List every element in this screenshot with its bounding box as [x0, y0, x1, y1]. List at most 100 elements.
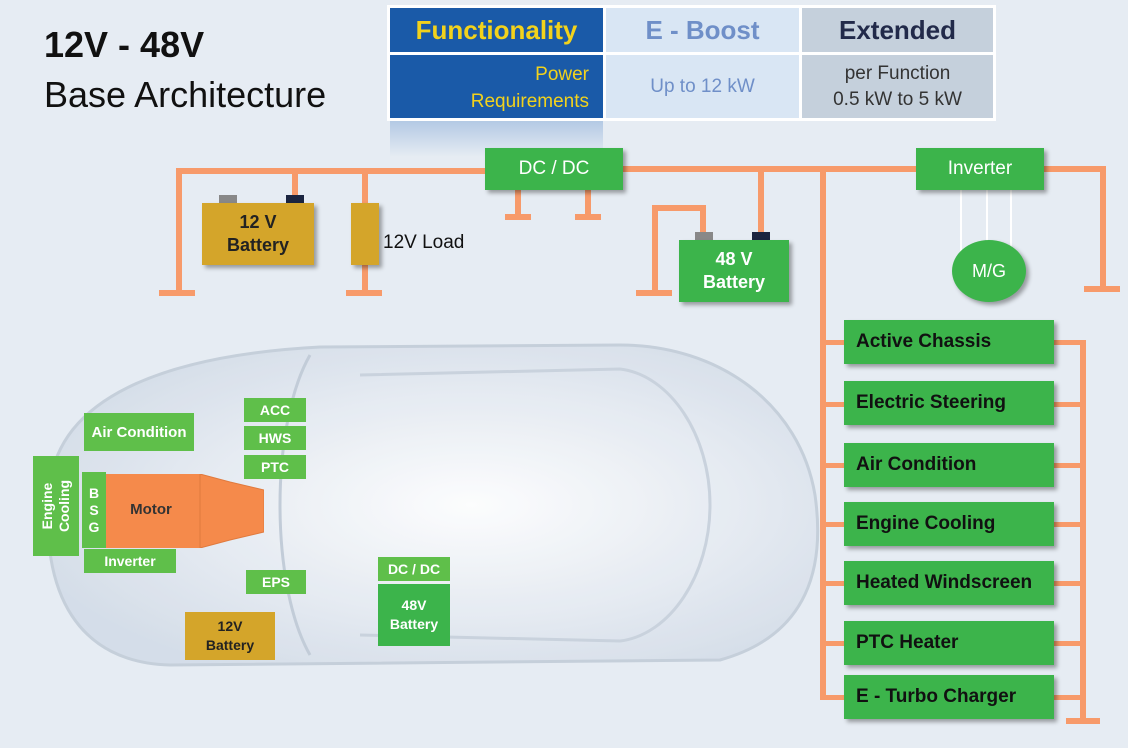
wire-return-6	[1052, 641, 1084, 646]
wire-48v-batt-neg-up	[700, 205, 706, 237]
row-label-line1: Power	[535, 64, 589, 85]
extended-line2: 0.5 kW to 5 kW	[833, 88, 962, 110]
wire-feed-6	[820, 641, 846, 646]
load-12v-label: 12V Load	[383, 232, 465, 253]
extended-line1: per Function	[844, 62, 951, 84]
ground-dcdc-1	[505, 214, 531, 220]
car-motor-shape	[106, 474, 264, 548]
car-ptc: PTC	[244, 455, 306, 479]
car-motor-label: Motor	[130, 501, 172, 518]
table-header-extended: Extended	[802, 8, 993, 52]
battery-12v-line1: 12 V	[239, 212, 277, 232]
engine-cooling-label: Engine Cooling	[39, 480, 73, 532]
load-engine-cooling: Engine Cooling	[844, 502, 1054, 546]
battery-48v-terminal-pos	[752, 232, 770, 241]
wire-12v-bus	[176, 168, 488, 174]
wire-feed-4	[820, 522, 846, 527]
wire-load-return-trunk	[1080, 340, 1086, 720]
phase-line-middle	[986, 190, 988, 260]
title-line2: Base Architecture	[44, 74, 327, 115]
load-air-condition: Air Condition	[844, 443, 1054, 487]
car-battery-12v-line1: 12V	[217, 618, 243, 634]
battery-12v: 12 V Battery	[202, 203, 314, 265]
wire-return-2	[1052, 402, 1084, 407]
inverter-schematic: Inverter	[916, 148, 1044, 190]
ground-12v-left	[159, 290, 195, 296]
wire-return-1	[1052, 340, 1084, 345]
motor-gearbox	[199, 474, 264, 548]
car-engine-cooling: Engine Cooling	[33, 456, 79, 556]
car-eps: EPS	[246, 570, 306, 594]
car-battery-48v: 48V Battery	[378, 584, 450, 646]
car-body	[46, 343, 820, 667]
wire-48v-bus-right	[1040, 166, 1106, 172]
car-windshield	[278, 354, 312, 656]
load-ptc-heater: PTC Heater	[844, 621, 1054, 665]
load-12v-resistor	[351, 203, 379, 265]
dcdc-converter: DC / DC	[485, 148, 623, 190]
wire-feed-2	[820, 402, 846, 407]
wire-48v-right-drop	[1100, 166, 1106, 290]
eboost-power-value: Up to 12 kW	[606, 55, 799, 118]
wire-return-3	[1052, 463, 1084, 468]
extended-power-value: per Function 0.5 kW to 5 kW	[802, 55, 993, 118]
wire-feed-1	[820, 340, 846, 345]
battery-48v-line2: Battery	[702, 272, 766, 292]
table-row-label: Power Requirements	[390, 55, 603, 118]
wire-48v-bus	[620, 166, 920, 172]
wire-48v-batt-neg-h	[652, 205, 706, 211]
car-bsg: B S G	[82, 472, 106, 548]
phase-lines	[960, 190, 1012, 260]
engine-cooling-line1: Engine	[39, 482, 56, 530]
car-inverter: Inverter	[84, 549, 176, 573]
load-e-turbo-charger: E - Turbo Charger	[844, 675, 1054, 719]
car-battery-48v-line1: 48V	[401, 597, 427, 613]
motor-body	[106, 474, 200, 548]
row-label-line2: Requirements	[470, 91, 589, 112]
battery-12v-terminal-neg	[219, 195, 237, 204]
bsg-letter-g: G	[88, 518, 100, 535]
bsg-letter-b: B	[88, 484, 100, 501]
load-electric-steering: Electric Steering	[844, 381, 1054, 425]
wire-return-5	[1052, 581, 1084, 586]
bsg-letter-s: S	[89, 501, 99, 518]
wire-return-7	[1052, 695, 1084, 700]
car-roof-line	[359, 367, 712, 643]
car-battery-12v: 12V Battery	[185, 612, 275, 660]
table-header-eboost: E - Boost	[606, 8, 799, 52]
ground-load-return	[1066, 718, 1100, 724]
wire-feed-5	[820, 581, 846, 586]
table-header-functionality: Functionality	[390, 8, 603, 52]
car-battery-48v-line2: Battery	[389, 616, 439, 632]
wire-feed-7	[820, 695, 846, 700]
engine-cooling-line2: Cooling	[56, 479, 73, 533]
ground-48v-batt	[636, 290, 672, 296]
wire-return-4	[1052, 522, 1084, 527]
load-active-chassis: Active Chassis	[844, 320, 1054, 364]
title-line1: 12V - 48V	[44, 24, 205, 65]
car-outline	[46, 343, 820, 667]
load-heated-windscreen: Heated Windscreen	[844, 561, 1054, 605]
wire-dcdc-gnd2	[585, 190, 591, 216]
car-battery-12v-line2: Battery	[205, 637, 255, 653]
wire-12v-left-drop	[176, 168, 182, 292]
car-air-condition: Air Condition	[84, 413, 194, 451]
battery-12v-terminal-pos	[286, 195, 304, 204]
wire-dcdc-gnd1	[515, 190, 521, 216]
car-dcdc: DC / DC	[378, 557, 450, 581]
wire-feed-3	[820, 463, 846, 468]
wire-48v-batt-neg-down	[652, 205, 658, 293]
ground-48v-right	[1084, 286, 1120, 292]
motor-generator: M/G	[952, 240, 1026, 302]
car-acc: ACC	[244, 398, 306, 422]
wire-48v-load-trunk	[820, 166, 826, 698]
wire-48v-batt-pos	[758, 166, 764, 236]
battery-48v-line1: 48 V	[715, 249, 753, 269]
battery-48v: 48 V Battery	[679, 240, 789, 302]
wire-12v-batt-pos	[292, 168, 298, 198]
ground-12v-load	[346, 290, 382, 296]
battery-48v-terminal-neg	[695, 232, 713, 241]
battery-12v-line2: Battery	[226, 235, 290, 255]
car-hws: HWS	[244, 426, 306, 450]
ground-dcdc-2	[575, 214, 601, 220]
